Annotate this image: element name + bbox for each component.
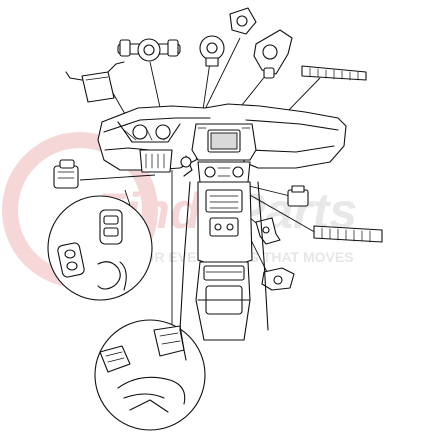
- detail-circle-bottom: [94, 319, 206, 431]
- clockspring: [199, 35, 225, 67]
- center-console: [195, 181, 253, 341]
- sensor-module: [261, 267, 295, 291]
- detail-circle-left: [47, 195, 153, 301]
- power-outlet: [287, 185, 309, 207]
- headlamp-switch: [53, 159, 79, 189]
- switch-bank-lower: [313, 225, 383, 243]
- center-stack: [191, 123, 257, 183]
- display-module: [65, 61, 125, 103]
- floor-outline: [179, 181, 269, 361]
- switch-module-right: [253, 29, 293, 79]
- steering-column: [139, 149, 173, 173]
- multifunction-switch: [117, 38, 181, 62]
- ignition-switch: [229, 7, 257, 35]
- switch-bank-top: [301, 65, 367, 81]
